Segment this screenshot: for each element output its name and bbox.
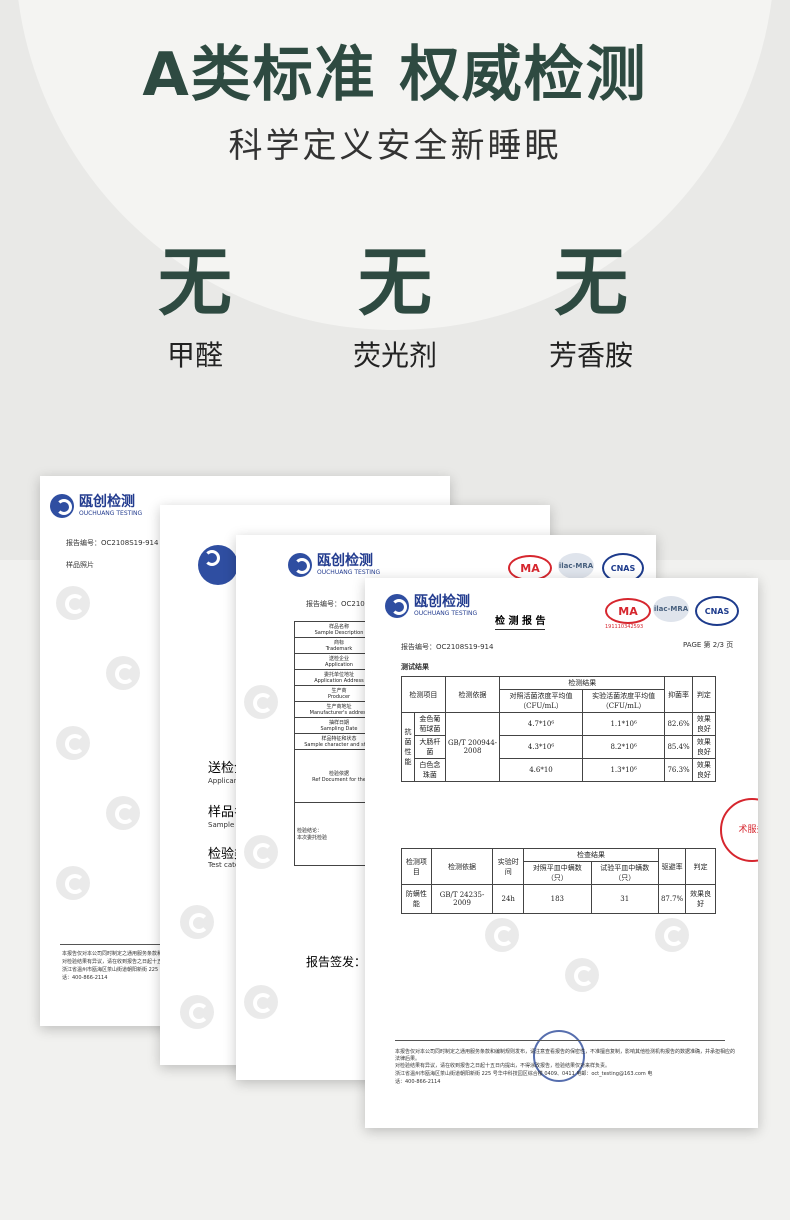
feature-label: 荧光剂 <box>352 339 437 372</box>
cnas-mark: CNAS <box>695 596 739 626</box>
col-header: 试验平皿中螨数（只） <box>590 861 659 885</box>
watermark-icon <box>180 905 214 939</box>
top-background <box>0 0 790 560</box>
applicant-label-en: Applicant: <box>208 777 244 785</box>
page-subtitle: 科学定义安全新睡眠 <box>228 126 562 166</box>
feature-label: 甲醛 <box>166 339 223 372</box>
watermark-icon <box>56 866 90 900</box>
col-header: 抑菌率 <box>664 676 693 713</box>
results-title: 测试结果 <box>401 663 429 671</box>
col-header: 驱避率 <box>657 848 687 885</box>
watermark-icon <box>56 726 90 760</box>
logo-en: OUCHUANG TESTING <box>414 610 478 617</box>
footer-line: 本报告仅对本公司同时制定之通用服务条款和编制规则发布，请注意查看报告的保密性，不… <box>395 1049 736 1062</box>
official-stamp: 术服务 <box>720 798 758 862</box>
watermark-icon <box>244 985 278 1019</box>
company-logo-icon <box>288 553 312 577</box>
col-header: 检查结果 <box>523 848 659 862</box>
logo-en: OUCHUANG TESTING <box>79 510 143 517</box>
feature-none-mark: 无 <box>358 240 432 326</box>
cert-number: 191110342593 <box>605 624 644 630</box>
company-logo: 瓯创检测 OUCHUANG TESTING <box>50 494 142 518</box>
antibacterial-table: 检测项目 检测依据 检测结果 抑菌率 判定 对照活菌浓度平均值（CFU/mL） … <box>401 676 717 782</box>
feature-none-mark: 无 <box>554 240 628 326</box>
table-row: 白色念珠菌 4.6*10 1.3*10⁶ 76.3% 效果良好 <box>402 758 717 782</box>
company-logo-icon <box>385 594 409 618</box>
footer-line: 浙江省温州市瓯海区茶山街道朝阳新街 225 号华中科技园区综合楼 0409、04… <box>395 1071 653 1077</box>
logo-en: OUCHUANG TESTING <box>317 569 381 576</box>
col-header: 实验活菌浓度平均值（CFU/mL） <box>581 689 666 713</box>
test-category-label-en: Test category: <box>208 861 257 869</box>
col-header: 检测依据 <box>430 848 494 885</box>
watermark-icon <box>655 918 689 952</box>
watermark-icon <box>485 918 519 952</box>
sample-name-label-en: Sample name: <box>208 821 259 829</box>
footer-line: 对检验结果有异议，请在收到报告之日起十五日内提出，不得涂改报告，检验结果仅对来样… <box>395 1063 611 1069</box>
logo-cn: 瓯创检测 <box>79 494 135 510</box>
page-title: A类标准 权威检测 <box>142 40 648 110</box>
sample-photo-label: 样品照片 <box>66 561 94 569</box>
cma-mark: MA <box>605 598 651 624</box>
watermark-icon <box>565 958 599 992</box>
col-header: 检测结果 <box>499 676 666 690</box>
anti-mite-table: 检测项目 检测依据 实验时间 检查结果 驱避率 判定 对照平皿中螨数（只） 试验… <box>401 848 716 914</box>
feature-aromatic-amine: 无 芳香胺 <box>511 238 671 374</box>
feature-label: 芳香胺 <box>548 339 633 372</box>
group-label: 抗菌性能 <box>401 712 415 782</box>
table-row: 大肠杆菌 4.3*10⁶ 8.2*10⁶ 85.4% 效果良好 <box>402 735 717 759</box>
table-row: 防螨性能 GB/T 24235-2009 24h 183 31 87.7% 效果… <box>401 884 716 914</box>
feature-none-mark: 无 <box>158 240 232 326</box>
logo-cn: 瓯创检测 <box>317 553 373 569</box>
col-header: 实验时间 <box>492 848 525 885</box>
company-logo-icon <box>50 494 74 518</box>
footer-divider <box>395 1040 725 1041</box>
footer-divider <box>60 944 180 945</box>
report-number: 报告编号：OC2108S19-914 <box>306 600 399 608</box>
report-number: 报告编号：OC2108S19-914 <box>66 539 159 547</box>
page-number: PAGE 第 2/3 页 <box>683 641 734 649</box>
watermark-icon <box>106 656 140 690</box>
col-header: 检测依据 <box>444 676 501 713</box>
company-logo: 瓯创检测 OUCHUANG TESTING <box>385 594 477 618</box>
table-row: 抗菌性能 金色葡萄球菌 GB/T 200944-2008 4.7*10⁶ 1.1… <box>401 712 717 782</box>
col-header: 检测项目 <box>401 848 432 885</box>
col-header: 对照平皿中螨数（只） <box>523 861 592 885</box>
company-logo: 瓯创检测 OUCHUANG TESTING <box>288 553 380 577</box>
logo-cn: 瓯创检测 <box>414 594 470 610</box>
footer-line: 话：400-866-2114 <box>395 1079 441 1085</box>
ilac-mark: ilac-MRA <box>558 553 594 579</box>
col-header: 对照活菌浓度平均值（CFU/mL） <box>499 689 583 713</box>
report-sign-label: 报告签发： <box>306 955 367 969</box>
footer-line: 话：400-866-2114 <box>62 975 108 981</box>
report-title: 检 测 报 告 <box>495 612 546 630</box>
report-page-results: 瓯创检测 OUCHUANG TESTING 检 测 报 告 MA 1911103… <box>365 578 758 1128</box>
feature-formaldehyde: 无 甲醛 <box>115 238 275 374</box>
ilac-mark: ilac-MRA <box>653 596 689 622</box>
col-header: 判定 <box>691 676 717 713</box>
company-logo-icon <box>198 545 238 585</box>
watermark-icon <box>106 796 140 830</box>
watermark-icon <box>180 995 214 1029</box>
seal-stamp <box>533 1030 585 1082</box>
watermark-icon <box>244 685 278 719</box>
col-header: 检测项目 <box>401 676 446 713</box>
report-number: 报告编号：OC2108S19-914 <box>401 643 494 651</box>
watermark-icon <box>244 835 278 869</box>
watermark-icon <box>56 586 90 620</box>
col-header: 判定 <box>685 848 716 885</box>
feature-fluorescent-agent: 无 荧光剂 <box>315 238 475 374</box>
